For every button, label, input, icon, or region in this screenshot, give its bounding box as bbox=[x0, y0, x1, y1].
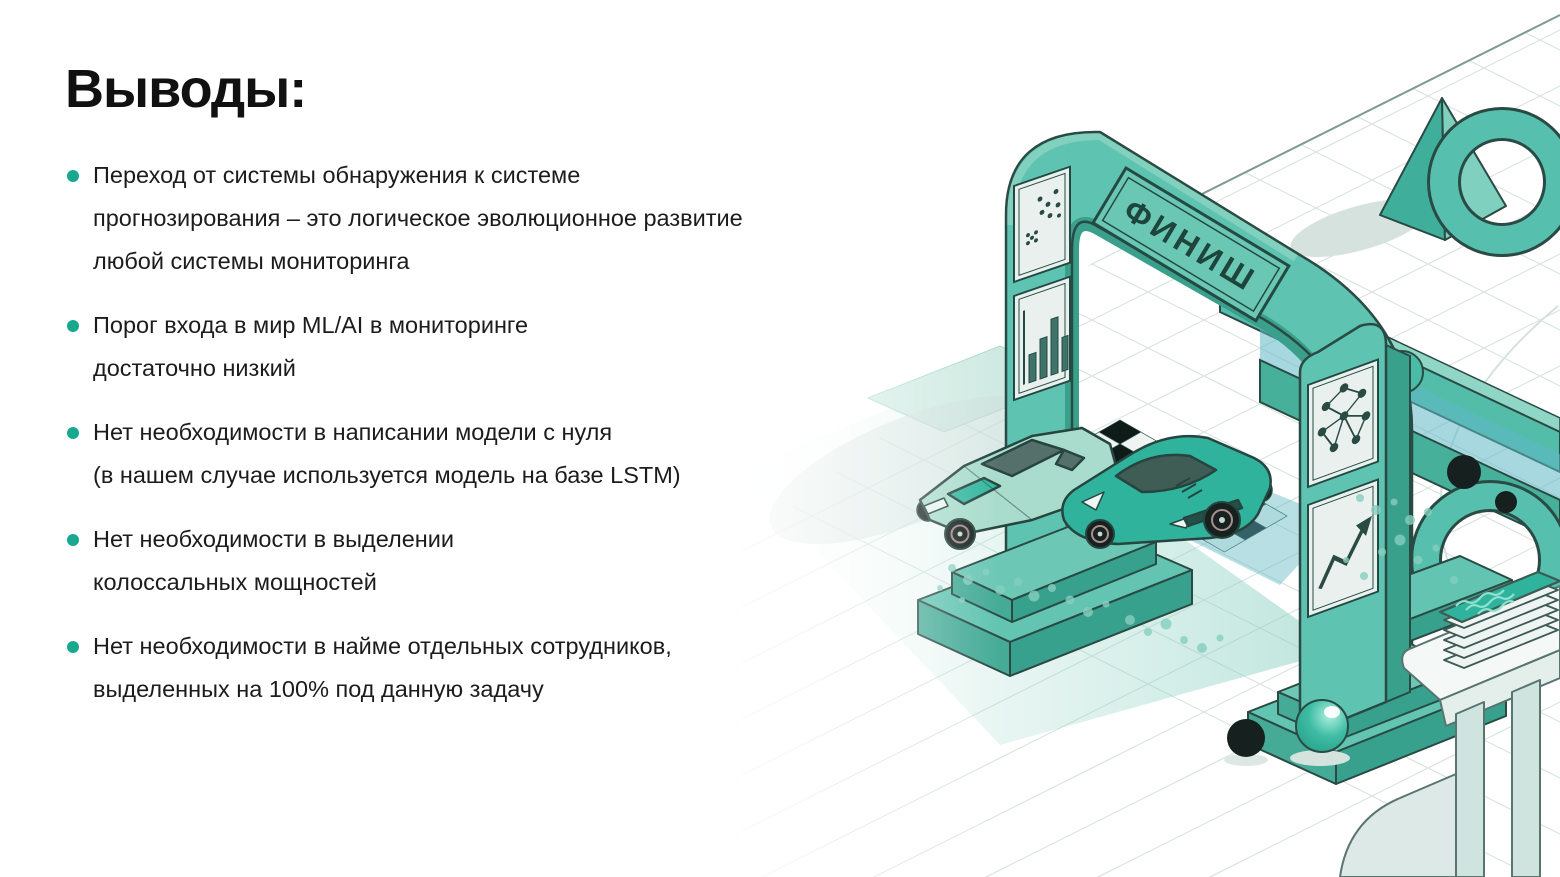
bullet-list: Переход от системы обнаружения к системе… bbox=[65, 154, 905, 711]
teal-ball bbox=[1295, 699, 1349, 753]
bullet-line: Порог входа в мир ML/AI в мониторинге bbox=[93, 312, 529, 338]
bullet-item: Нет необходимости в найме отдельных сотр… bbox=[65, 625, 905, 711]
right-pillar bbox=[1298, 322, 1411, 739]
bullet-line: колоссальных мощностей bbox=[93, 569, 377, 595]
bullet-line: любой системы мониторинга bbox=[93, 248, 410, 274]
bullet-dot-icon bbox=[67, 641, 79, 653]
bullet-dot-icon bbox=[67, 170, 79, 182]
bullet-dot-icon bbox=[67, 320, 79, 332]
bullet-line: прогнозирования – это логическое эволюци… bbox=[93, 205, 743, 231]
spheres bbox=[1224, 455, 1517, 766]
dark-ball-small bbox=[1447, 455, 1481, 489]
bullet-dot-icon bbox=[67, 427, 79, 439]
bullet-item: Порог входа в мир ML/AI в мониторинге до… bbox=[65, 304, 905, 390]
floor-edge-line bbox=[1135, 14, 1560, 228]
scatter-chart-icon bbox=[1026, 188, 1061, 246]
page-title: Выводы: bbox=[65, 59, 307, 119]
bullet-line: Нет необходимости в найме отдельных сотр… bbox=[93, 633, 672, 659]
bullet-line: Нет необходимости в написании модели с н… bbox=[93, 419, 613, 445]
bullet-item: Нет необходимости в написании модели с н… bbox=[65, 411, 905, 497]
trend-arrow-icon bbox=[1318, 515, 1372, 589]
bullet-dot-icon bbox=[67, 534, 79, 546]
race-car-teal bbox=[1061, 434, 1273, 549]
trend-arrow-panel bbox=[1307, 478, 1379, 619]
bullet-line: достаточно низкий bbox=[93, 355, 296, 381]
left-fade bbox=[700, 0, 1000, 877]
bullet-item: Переход от системы обнаружения к системе… bbox=[65, 154, 905, 283]
race-illustration: ФИНИШ bbox=[700, 0, 1560, 877]
bullet-line: Нет необходимости в выделении bbox=[93, 526, 455, 552]
bullet-line: выделенных на 100% под данную задачу bbox=[93, 676, 544, 702]
dark-ball bbox=[1227, 719, 1265, 757]
bar-chart-icon bbox=[1023, 310, 1069, 385]
bullet-line: (в нашем случае используется модель на б… bbox=[93, 462, 681, 488]
bullet-line: Переход от системы обнаружения к системе bbox=[93, 162, 581, 188]
neural-network-icon bbox=[1317, 383, 1371, 453]
scatter-chart-panel bbox=[1013, 165, 1071, 284]
conclusions-text-block: Выводы: Переход от системы обнаружения к… bbox=[65, 58, 905, 732]
dark-ball-tiny bbox=[1495, 491, 1517, 513]
tray-stack bbox=[1438, 570, 1560, 669]
bullet-item: Нет необходимости в выделении колоссальн… bbox=[65, 518, 905, 604]
